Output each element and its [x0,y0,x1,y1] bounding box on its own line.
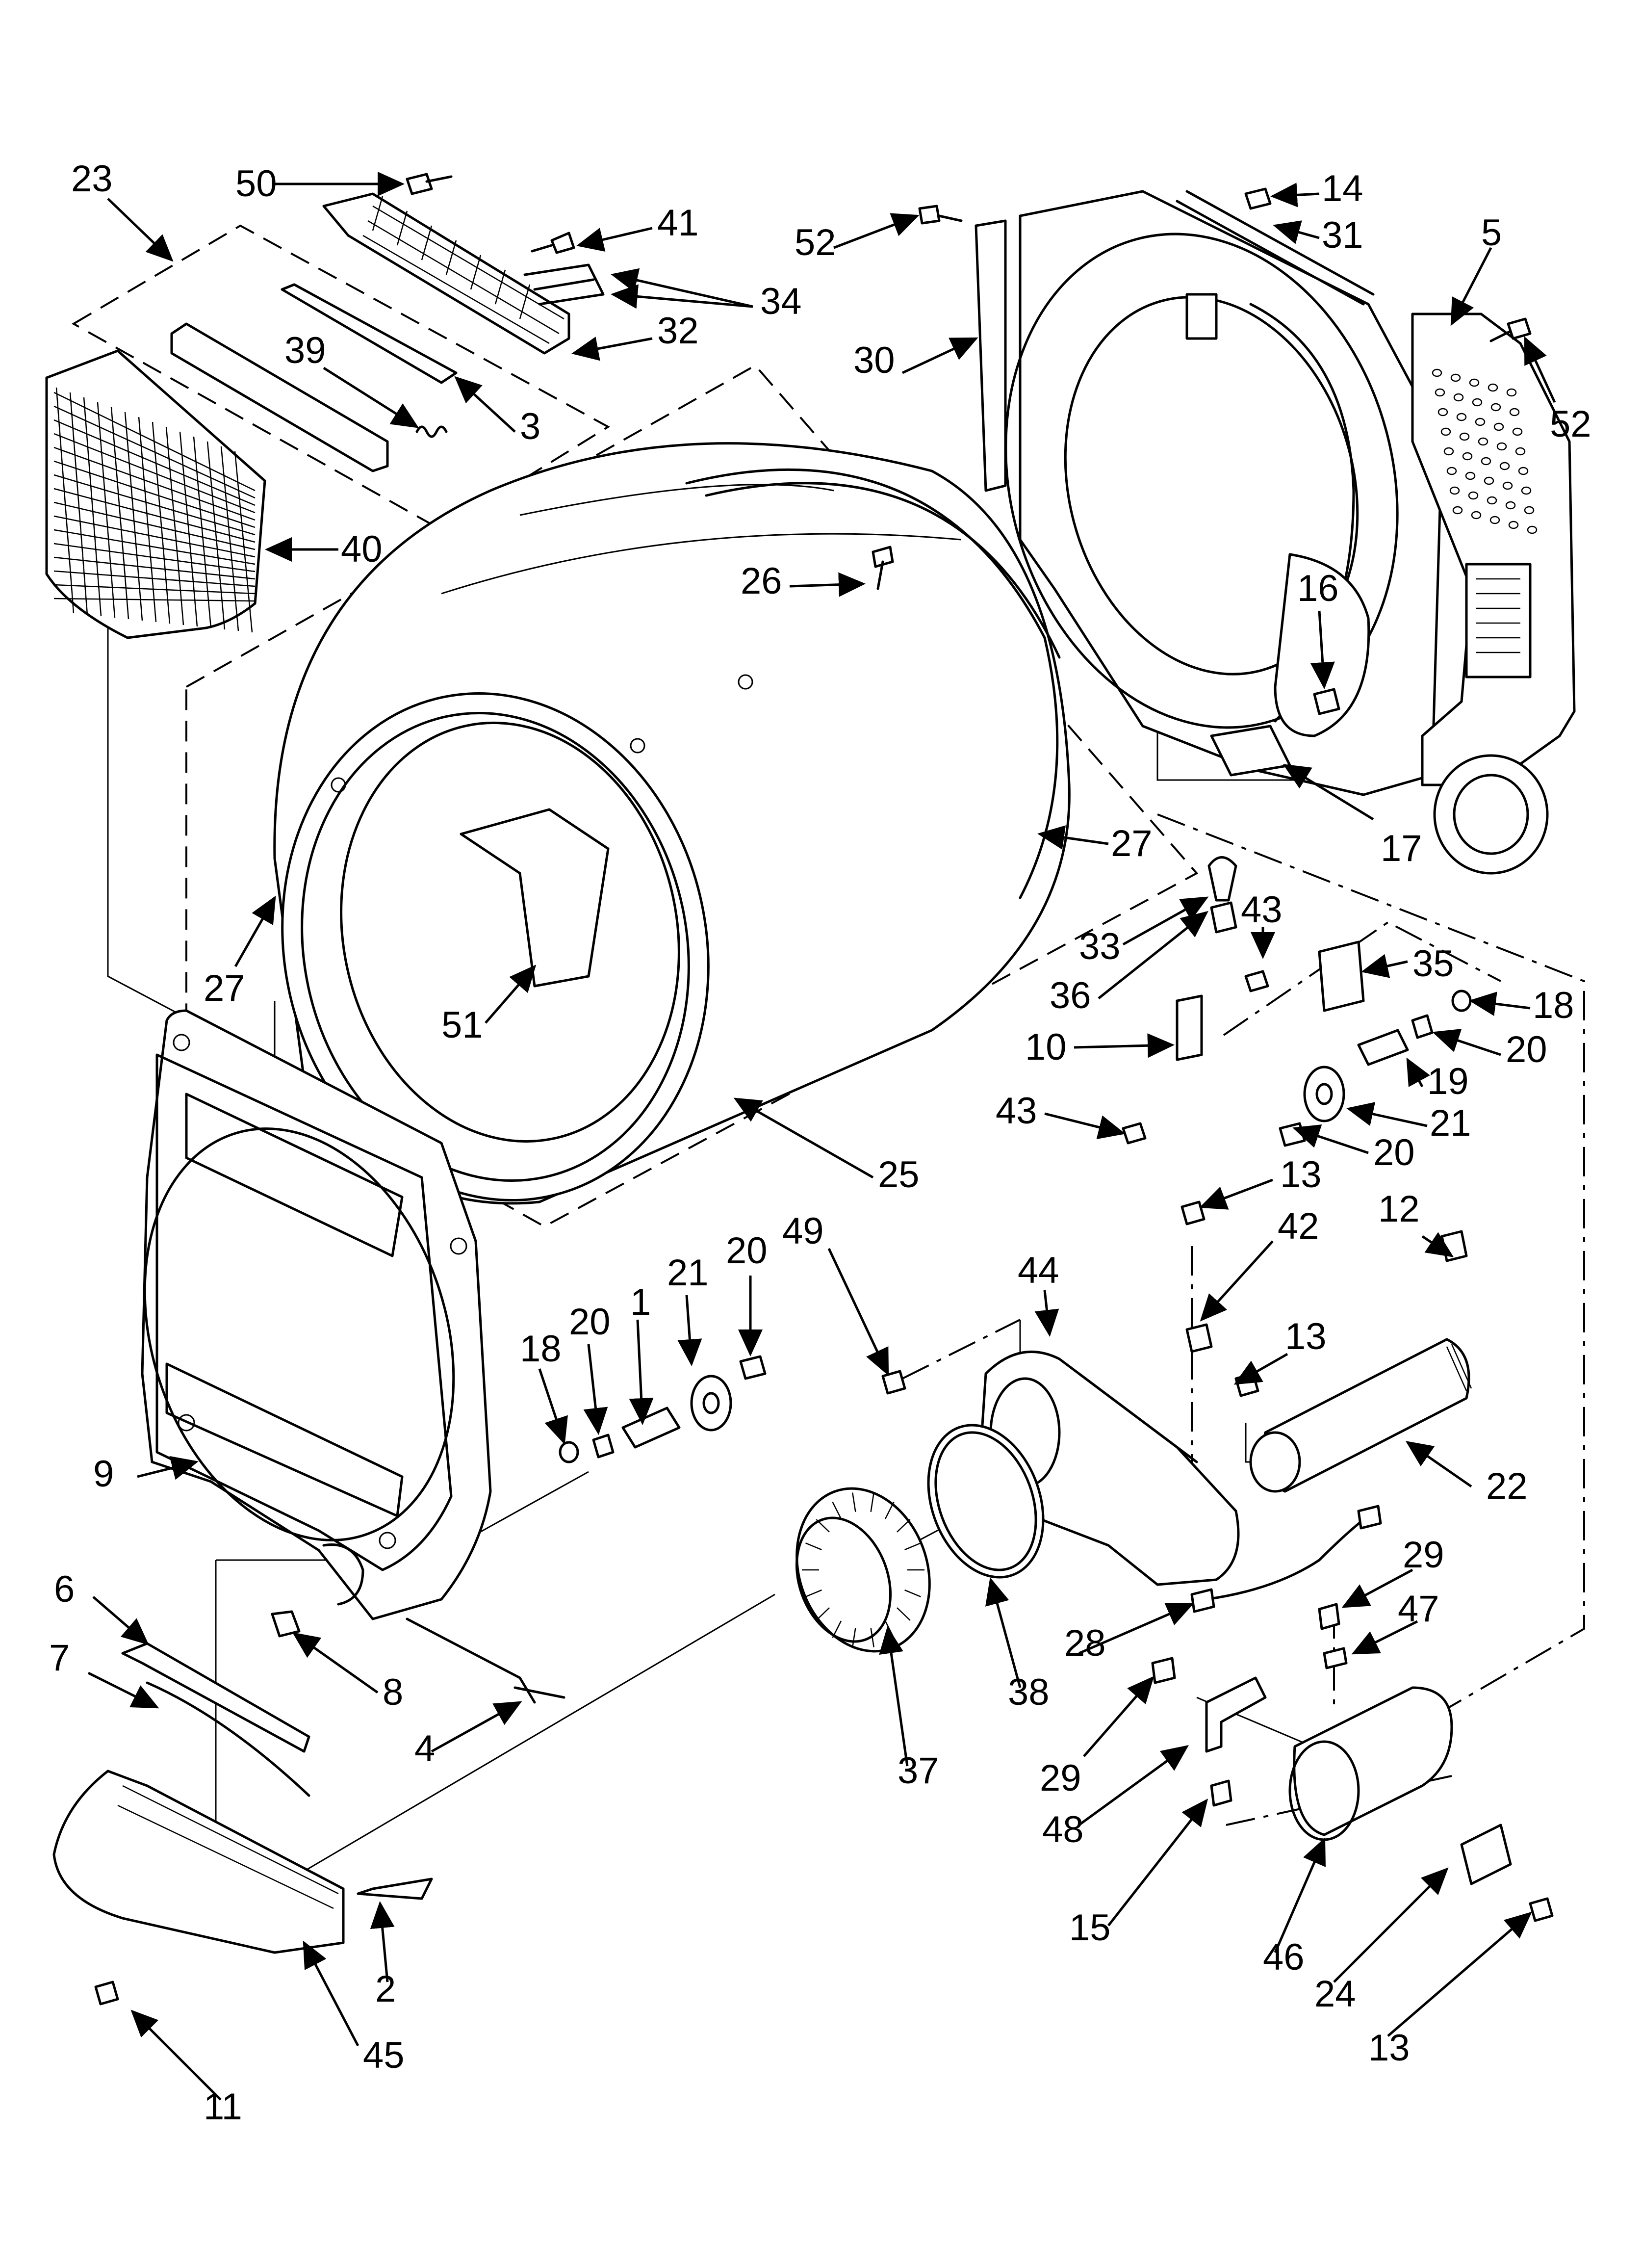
callout-32: 32 [657,310,699,352]
callout-45: 45 [363,2034,405,2076]
drum [273,442,1071,1205]
lint-housing-outline [71,224,610,531]
blower-assembly [795,1350,1240,1653]
callout-20-middle: 20 [726,1230,768,1272]
callout-50: 50 [235,163,277,205]
callout-35: 35 [1412,943,1454,985]
callout-2: 2 [375,1968,396,2010]
callout-3: 3 [520,406,540,447]
callout-20-right-top: 20 [1506,1029,1547,1070]
callout-39: 39 [284,330,326,371]
callout-30: 30 [853,339,895,381]
callout-9: 9 [93,1453,114,1495]
callout-37: 37 [898,1750,939,1792]
callout-14: 14 [1322,168,1363,209]
callout-13-top: 13 [1280,1154,1322,1196]
callout-7: 7 [49,1637,70,1679]
callout-11: 11 [204,2086,242,2128]
callout-16: 16 [1297,568,1339,609]
callout-51: 51 [441,1004,483,1046]
callout-21-middle: 21 [667,1252,709,1294]
callouts: 23 50 41 34 32 39 3 40 52 14 31 5 30 52 … [49,158,1591,2128]
callout-13-bottom: 13 [1368,2027,1410,2069]
front-bulkhead [141,1009,492,1638]
callout-27-right: 27 [1111,823,1153,864]
callout-27-left: 27 [204,967,245,1009]
callout-21-right: 21 [1430,1102,1471,1144]
callout-22: 22 [1486,1465,1528,1507]
rear-bulkhead [918,187,1576,875]
callout-31: 31 [1322,214,1363,256]
callout-20-left: 20 [569,1301,611,1343]
callout-43-bottom: 43 [996,1090,1037,1132]
blower-screw-line [902,1319,1021,1380]
callout-52-right: 52 [1550,403,1591,445]
callout-33: 33 [1079,926,1121,967]
lint-screen [45,349,266,639]
screw-52-right [1489,317,1532,342]
callout-34: 34 [760,281,802,322]
front-roller-set [559,990,1472,1463]
callout-8: 8 [383,1671,403,1713]
callout-47: 47 [1398,1588,1439,1630]
callout-4: 4 [414,1728,435,1770]
leader-lines [87,172,1556,2101]
callout-20-right-bottom: 20 [1373,1132,1415,1173]
callout-5: 5 [1481,212,1502,254]
callout-49: 49 [782,1210,824,1252]
callout-40: 40 [341,528,383,570]
callout-42: 42 [1278,1205,1319,1247]
callout-41: 41 [657,202,699,244]
callout-26: 26 [741,560,782,602]
idler-bracket-outline [1223,921,1501,1036]
callout-10: 10 [1025,1026,1067,1068]
callout-36: 36 [1050,975,1091,1017]
lower-front-parts [52,1617,565,2006]
callout-18-right: 18 [1533,985,1574,1026]
callout-38: 38 [1008,1671,1050,1713]
lint-grille-assembly [170,173,605,472]
screw-52-left [918,205,963,225]
motor-parts [1151,1603,1554,1922]
callout-52-left: 52 [795,222,836,263]
screw-41 [531,232,575,254]
screw-50 [406,173,453,195]
callout-1: 1 [630,1281,651,1323]
callout-48: 48 [1042,1809,1084,1851]
callout-13-middle: 13 [1285,1316,1327,1357]
callout-23: 23 [71,158,113,200]
callout-24: 24 [1314,1973,1356,2015]
callout-46: 46 [1263,1936,1305,1978]
belt-line-lower [299,1593,775,1875]
callout-25: 25 [878,1154,920,1196]
callout-17: 17 [1381,828,1422,869]
rear-centerline [1157,813,1585,1752]
heater-parts [1180,1200,1472,1613]
callout-29-bottom: 29 [1040,1757,1081,1799]
callout-44: 44 [1018,1250,1059,1291]
callout-15: 15 [1069,1907,1111,1949]
callout-6: 6 [54,1568,75,1610]
callout-28: 28 [1064,1622,1106,1664]
idler-parts [1122,856,1365,1145]
callout-12: 12 [1378,1188,1420,1230]
callout-29-top: 29 [1403,1534,1444,1576]
callout-19: 19 [1427,1061,1469,1102]
callout-18-left: 18 [520,1328,562,1370]
callout-43-top: 43 [1241,889,1283,931]
